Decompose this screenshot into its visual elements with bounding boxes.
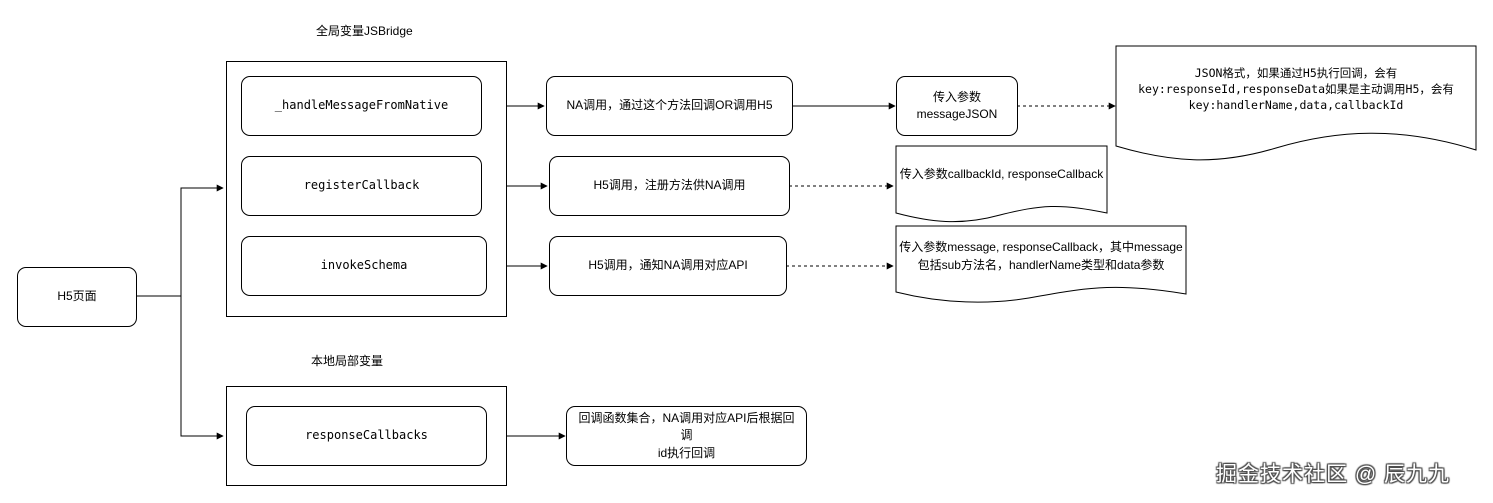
invoke-param-doc-line2: 包括sub方法名，handlerName类型和data参数: [917, 258, 1165, 272]
invoke-schema-description-box: H5调用，通知NA调用对应API: [549, 236, 787, 296]
json-format-doc-shape: [1115, 45, 1477, 161]
handle-message-description: NA调用，通过这个方法回调OR调用H5: [566, 98, 773, 113]
invoke-param-doc-shape: [895, 225, 1187, 303]
handle-message-from-native-label: _handleMessageFromNative: [274, 98, 449, 113]
response-callbacks-box: responseCallbacks: [246, 406, 487, 466]
register-callback-label: registerCallback: [303, 178, 420, 193]
response-callbacks-label: responseCallbacks: [305, 428, 428, 443]
invoke-schema-box: invokeSchema: [241, 236, 487, 296]
register-param-doc-shape: [895, 145, 1108, 223]
handle-message-description-box: NA调用，通过这个方法回调OR调用H5: [546, 76, 793, 136]
register-callback-description-box: H5调用，注册方法供NA调用: [549, 156, 790, 216]
invoke-param-doc-line1: 传入参数message, responseCallback，其中message: [899, 240, 1183, 254]
local-group-title: 本地局部变量: [311, 354, 384, 368]
json-format-line1: JSON格式，如果通过H5执行回调，会有: [1194, 66, 1398, 80]
response-callbacks-description-box: 回调函数集合，NA调用对应API后根据回调 id执行回调: [566, 406, 807, 466]
h5-to-groups-connector: [136, 184, 224, 440]
register-callback-box: registerCallback: [241, 156, 482, 216]
json-format-line2: key:responseId,responseData如果是主动调用H5，会有: [1138, 82, 1454, 97]
h5-page-box: H5页面: [17, 267, 137, 327]
message-json-param-line2: messageJSON: [916, 107, 998, 121]
message-json-param-line1: 传入参数: [932, 89, 981, 104]
register-param-doc-line: 传入参数callbackId, responseCallback: [899, 167, 1104, 181]
invoke-schema-label: invokeSchema: [320, 258, 408, 273]
response-callbacks-description-line1: 回调函数集合，NA调用对应API后根据回调: [578, 410, 795, 443]
json-format-line3: key:handlerName,data,callbackId: [1188, 98, 1404, 113]
json-format-doc-text: JSON格式，如果通过H5执行回调，会有 key:responseId,resp…: [1118, 65, 1474, 113]
register-param-doc-text: 传入参数callbackId, responseCallback: [896, 165, 1107, 183]
response-callbacks-description-line2: id执行回调: [657, 445, 716, 460]
handle-message-from-native-box: _handleMessageFromNative: [241, 76, 482, 136]
invoke-schema-description: H5调用，通知NA调用对应API: [588, 258, 748, 273]
global-group-title: 全局变量JSBridge: [316, 24, 413, 38]
h5-page-label: H5页面: [57, 289, 97, 304]
watermark: 掘金技术社区 @ 辰九九: [1216, 463, 1450, 486]
message-json-param-box: 传入参数 messageJSON: [896, 76, 1018, 136]
register-callback-description: H5调用，注册方法供NA调用: [593, 178, 746, 193]
invoke-param-doc-text: 传入参数message, responseCallback，其中message …: [896, 238, 1186, 274]
